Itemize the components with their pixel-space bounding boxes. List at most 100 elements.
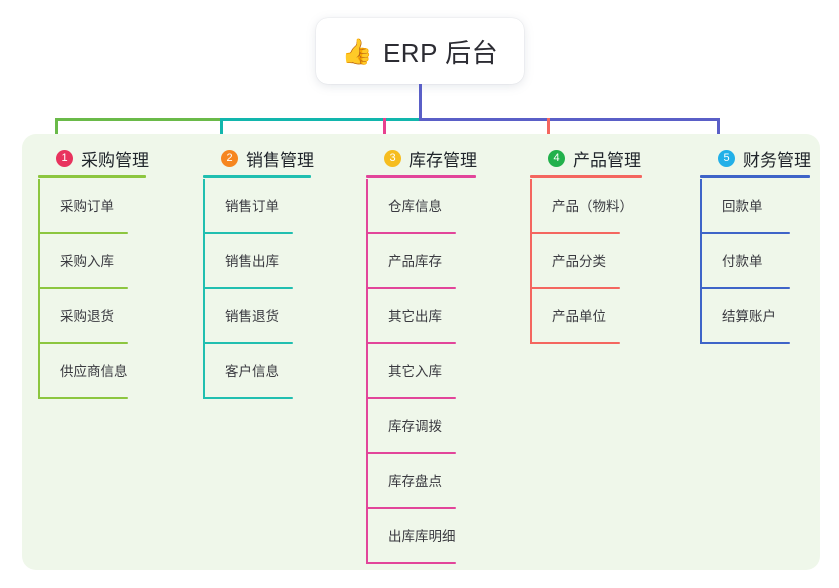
branch-header-rule-1 xyxy=(38,175,146,178)
leaf-rule xyxy=(366,562,456,564)
leaf-label: 销售订单 xyxy=(225,199,279,214)
branch-title-4: 产品管理 xyxy=(573,150,641,170)
branch-drop-1 xyxy=(55,118,58,146)
leaf-label: 其它出库 xyxy=(388,309,442,324)
branch-badge-5: 5 xyxy=(718,149,735,167)
leaf-rule xyxy=(366,452,456,454)
leaf-rule xyxy=(366,232,456,234)
branch-drop-4 xyxy=(547,118,550,146)
leaf-label: 销售退货 xyxy=(225,309,279,324)
root-node[interactable]: 👍 ERP 后台 xyxy=(316,18,524,84)
leaf-spine xyxy=(38,289,40,344)
leaf-label: 客户信息 xyxy=(225,364,279,379)
leaf-spine xyxy=(366,179,368,234)
branch-header-rule-2 xyxy=(203,175,311,178)
branch-panel xyxy=(22,134,820,570)
leaf-label: 销售出库 xyxy=(225,254,279,269)
branch-drop-3 xyxy=(383,118,386,146)
leaf-spine xyxy=(38,234,40,289)
branch-header-1[interactable]: 1 采购管理 xyxy=(38,145,149,171)
leaf-spine xyxy=(366,454,368,509)
leaf-spine xyxy=(203,289,205,344)
leaf-rule xyxy=(38,397,128,399)
branch-badge-3: 3 xyxy=(384,149,401,167)
leaf-rule xyxy=(203,232,293,234)
leaf-spine xyxy=(700,179,702,234)
leaf-label: 产品库存 xyxy=(388,254,442,269)
leaf-label: 仓库信息 xyxy=(388,199,442,214)
leaf-label: 结算账户 xyxy=(722,309,776,324)
leaf-label: 付款单 xyxy=(722,254,763,269)
leaf-rule xyxy=(366,287,456,289)
leaf-rule xyxy=(530,287,620,289)
branch-column-2: 2 销售管理销售订单销售出库销售退货客户信息 xyxy=(203,145,314,399)
leaf-rule xyxy=(203,287,293,289)
leaf-rule xyxy=(366,342,456,344)
leaf-rule xyxy=(203,342,293,344)
branch-badge-1: 1 xyxy=(56,149,73,167)
leaf-spine xyxy=(700,234,702,289)
branch-header-3[interactable]: 3 库存管理 xyxy=(366,145,477,171)
leaf-label: 采购订单 xyxy=(60,199,114,214)
leaf-rule xyxy=(203,397,293,399)
leaf-label: 库存盘点 xyxy=(388,474,442,489)
branch-header-2[interactable]: 2 销售管理 xyxy=(203,145,314,171)
branch-header-4[interactable]: 4 产品管理 xyxy=(530,145,641,171)
leaf-spine xyxy=(38,344,40,399)
leaf-label: 产品单位 xyxy=(552,309,606,324)
branch-column-3: 3 库存管理仓库信息产品库存其它出库其它入库库存调拨库存盘点出库库明细 xyxy=(366,145,477,564)
leaf-rule xyxy=(530,342,620,344)
leaf-label: 产品分类 xyxy=(552,254,606,269)
branch-drop-2 xyxy=(220,118,223,146)
bus-segment-3 xyxy=(419,118,720,121)
leaf-rule xyxy=(700,342,790,344)
thumbs-up-icon: 👍 xyxy=(341,37,373,66)
leaf-label: 库存调拨 xyxy=(388,419,442,434)
leaf-label: 其它入库 xyxy=(388,364,442,379)
branch-drop-5 xyxy=(717,118,720,146)
leaf-rule xyxy=(38,342,128,344)
leaf-spine xyxy=(366,344,368,399)
leaf-spine xyxy=(366,234,368,289)
leaf-rule xyxy=(366,397,456,399)
branch-badge-2: 2 xyxy=(221,149,238,167)
bus-segment-1 xyxy=(55,118,220,121)
leaf-label: 出库库明细 xyxy=(388,529,456,544)
leaf-rule xyxy=(700,287,790,289)
branch-column-4: 4 产品管理产品（物料） 产品分类产品单位 xyxy=(530,145,642,344)
leaf-label: 供应商信息 xyxy=(60,364,128,379)
leaf-spine xyxy=(530,179,532,234)
leaf-rule xyxy=(530,232,620,234)
leaf-spine xyxy=(38,179,40,234)
leaf-rule xyxy=(38,232,128,234)
leaf-spine xyxy=(700,289,702,344)
leaf-spine xyxy=(366,289,368,344)
leaf-label: 回款单 xyxy=(722,199,763,214)
leaf-spine xyxy=(530,289,532,344)
branch-header-rule-5 xyxy=(700,175,810,178)
leaf-spine xyxy=(203,344,205,399)
leaf-rule xyxy=(366,507,456,509)
branch-title-1: 采购管理 xyxy=(81,150,149,170)
leaf-rule xyxy=(38,287,128,289)
leaf-spine xyxy=(203,234,205,289)
leaf-spine xyxy=(530,234,532,289)
branch-title-3: 库存管理 xyxy=(409,150,477,170)
root-title: ERP 后台 xyxy=(382,37,499,68)
branch-title-2: 销售管理 xyxy=(246,150,314,170)
bus-segment-2 xyxy=(220,118,419,121)
leaf-label: 采购入库 xyxy=(60,254,114,269)
leaf-spine xyxy=(366,399,368,454)
leaf-label: 产品（物料） xyxy=(552,199,633,214)
root-stem xyxy=(419,84,422,121)
branch-header-rule-4 xyxy=(530,175,642,178)
branch-badge-4: 4 xyxy=(548,149,565,167)
leaf-spine xyxy=(366,509,368,564)
branch-header-rule-3 xyxy=(366,175,476,178)
leaf-spine xyxy=(203,179,205,234)
leaf-rule xyxy=(700,232,790,234)
